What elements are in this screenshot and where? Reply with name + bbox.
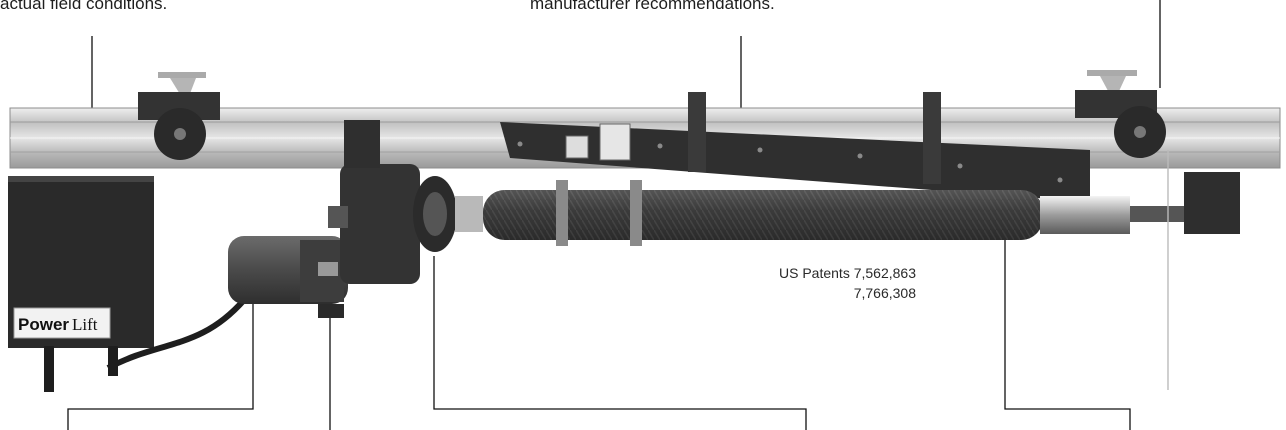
counterbalance-arm bbox=[500, 92, 1090, 202]
caption-manufacturer-recommendations: manufacturer recommendations. bbox=[530, 0, 775, 13]
right-mount-bracket bbox=[1075, 70, 1166, 158]
patent-line-1: US Patents 7,562,863 bbox=[779, 265, 916, 281]
logo-power-text: Power bbox=[18, 315, 69, 334]
torque-tube-assembly bbox=[455, 172, 1240, 246]
gearbox bbox=[328, 120, 457, 284]
logo-lift-text: Lift bbox=[72, 315, 98, 334]
control-box: Power Lift bbox=[8, 176, 154, 392]
left-mount-bracket bbox=[138, 72, 220, 160]
caption-field-conditions: actual field conditions. bbox=[0, 0, 168, 13]
electric-motor bbox=[106, 236, 348, 371]
patent-line-2: 7,766,308 bbox=[853, 285, 916, 301]
